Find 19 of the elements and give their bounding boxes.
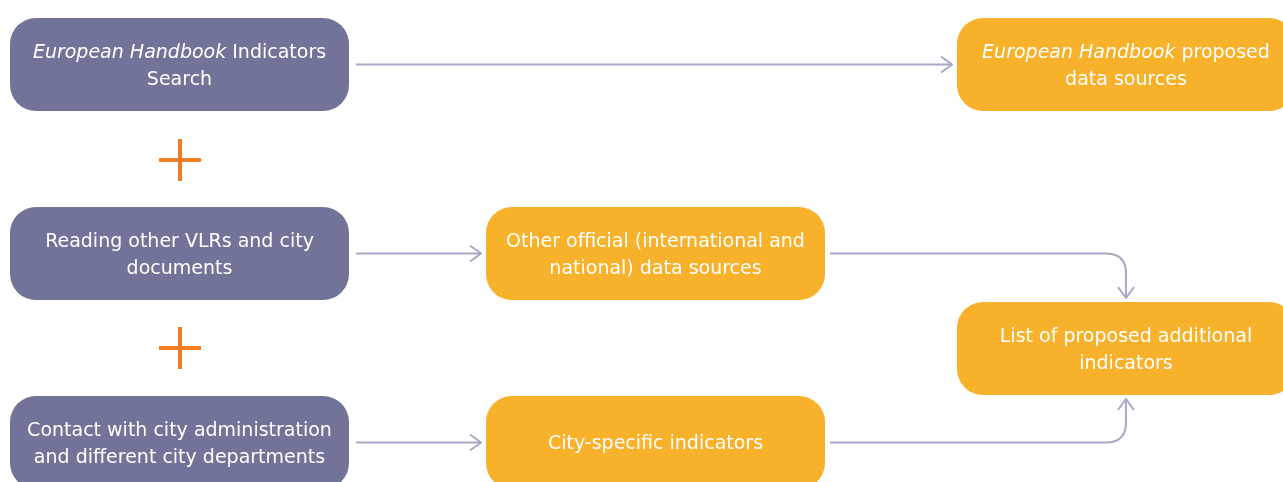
box-label: Other official (international and national) data sources — [505, 227, 806, 280]
arrow — [829, 252, 1135, 299]
arrow — [355, 433, 482, 452]
process-box — [957, 18, 1283, 111]
process-box — [486, 207, 825, 300]
process-box — [10, 207, 349, 300]
arrow — [829, 398, 1135, 444]
process-box — [10, 18, 349, 111]
box-label: European Handbook proposed data sources — [981, 38, 1271, 91]
process-box — [957, 302, 1283, 395]
box-label: List of proposed additional indicators — [998, 322, 1254, 375]
box-label: Reading other VLRs and city documents — [44, 227, 315, 280]
box-label: City-specific indicators — [547, 430, 764, 455]
box-label: Contact with city administration and different city departments — [26, 416, 333, 469]
process-box — [10, 396, 349, 482]
process-box — [486, 396, 825, 482]
arrow — [355, 55, 953, 74]
box-label: European Handbook Indicators Search — [31, 38, 328, 91]
arrow — [355, 244, 482, 263]
